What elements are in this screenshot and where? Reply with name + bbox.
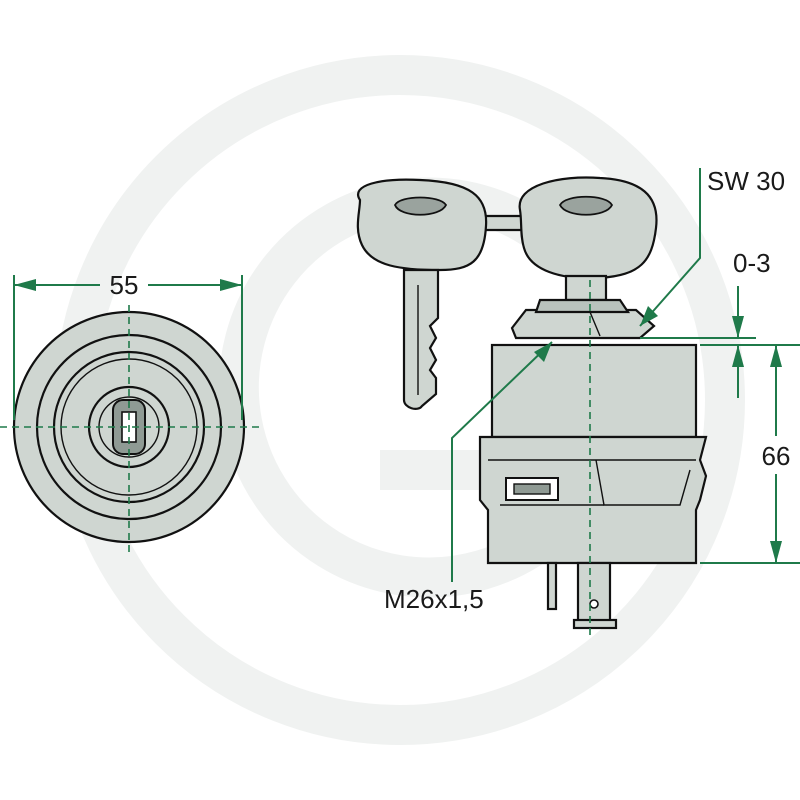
dimension-55: 55 [13,270,243,420]
key-blade-left [402,268,440,410]
terminal-pin [546,561,558,611]
thread-callout: M26x1,5 [384,341,553,614]
thread-label: M26x1,5 [384,584,484,614]
hex-nut [510,308,656,340]
key-head-right [518,176,658,280]
gap-label: 0-3 [733,248,771,278]
wrench-size-label: SW 30 [707,166,785,196]
gap-dimension: 0-3 [640,248,800,398]
housing-top [490,343,698,439]
diameter-label: 55 [110,270,139,300]
key-head-left [356,178,488,272]
terminal-blade [576,561,612,625]
switch-body [478,343,708,630]
housing-bottom [478,435,708,565]
wrench-size-callout: SW 30 [639,166,785,327]
keys [356,176,658,410]
height-label: 66 [762,441,791,471]
height-dimension: 66 [700,345,800,564]
